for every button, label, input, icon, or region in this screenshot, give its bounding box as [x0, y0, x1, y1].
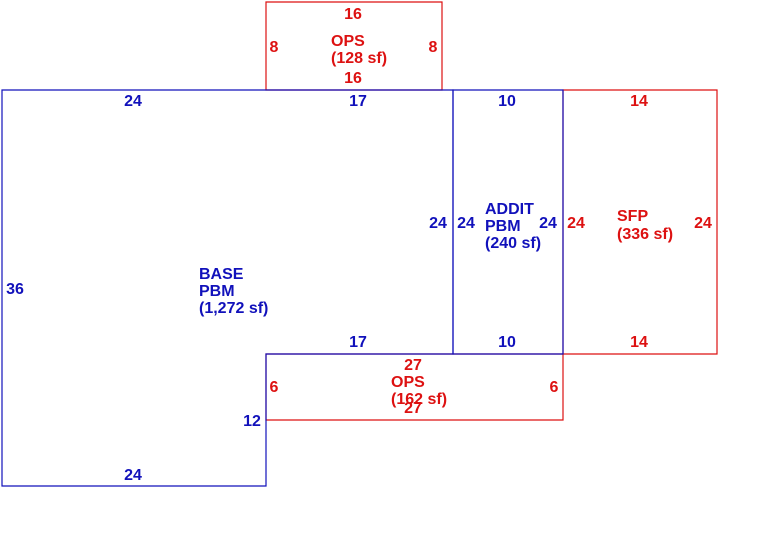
- dim-ops-top-right: 8: [429, 39, 438, 56]
- base-area-label: (1,272 sf): [199, 300, 268, 317]
- ops-bottom-area-label: (162 sf): [391, 391, 447, 408]
- addit-area-label: (240 sf): [485, 235, 541, 252]
- dim-sfp-bottom: 14: [630, 334, 648, 351]
- sfp-area-label: (336 sf): [617, 226, 673, 243]
- dim-ops-bottom-left: 6: [270, 379, 279, 396]
- dim-base-bottom: 24: [124, 467, 142, 484]
- addit-label: ADDIT: [485, 201, 534, 218]
- sfp-label: SFP: [617, 208, 648, 225]
- dim-sfp-right: 24: [694, 215, 712, 232]
- dim-ops-top-top: 16: [344, 6, 362, 23]
- dim-ops-bottom-bottom: 27: [404, 400, 422, 417]
- dim-addit-bottom: 10: [498, 334, 516, 351]
- base-label: BASE: [199, 266, 244, 283]
- addit-type-label: PBM: [485, 218, 521, 235]
- dim-addit-left: 24: [457, 215, 475, 232]
- dim-ops-bottom-right: 6: [550, 379, 559, 396]
- dim-base-step: 12: [243, 413, 261, 430]
- dim-base-right: 24: [429, 215, 447, 232]
- dim-sfp-left: 24: [567, 215, 585, 232]
- dim-addit-top: 10: [498, 93, 516, 110]
- dim-base-top-left: 24: [124, 93, 142, 110]
- dim-ops-top-left: 8: [270, 39, 279, 56]
- dim-addit-right: 24: [539, 215, 557, 232]
- dim-sfp-top: 14: [630, 93, 648, 110]
- dim-ops-top-bottom: 16: [344, 70, 362, 87]
- ops-top-label: OPS: [331, 33, 365, 50]
- base-pbm-outline: [1, 89, 454, 487]
- dim-base-top-right: 17: [349, 93, 367, 110]
- base-type-label: PBM: [199, 283, 235, 300]
- ops-bottom-label: OPS: [391, 374, 425, 391]
- dim-base-inner-bottom: 17: [349, 334, 367, 351]
- dim-ops-bottom-top: 27: [404, 357, 422, 374]
- ops-top-area-label: (128 sf): [331, 50, 387, 67]
- dim-base-left: 36: [6, 281, 24, 298]
